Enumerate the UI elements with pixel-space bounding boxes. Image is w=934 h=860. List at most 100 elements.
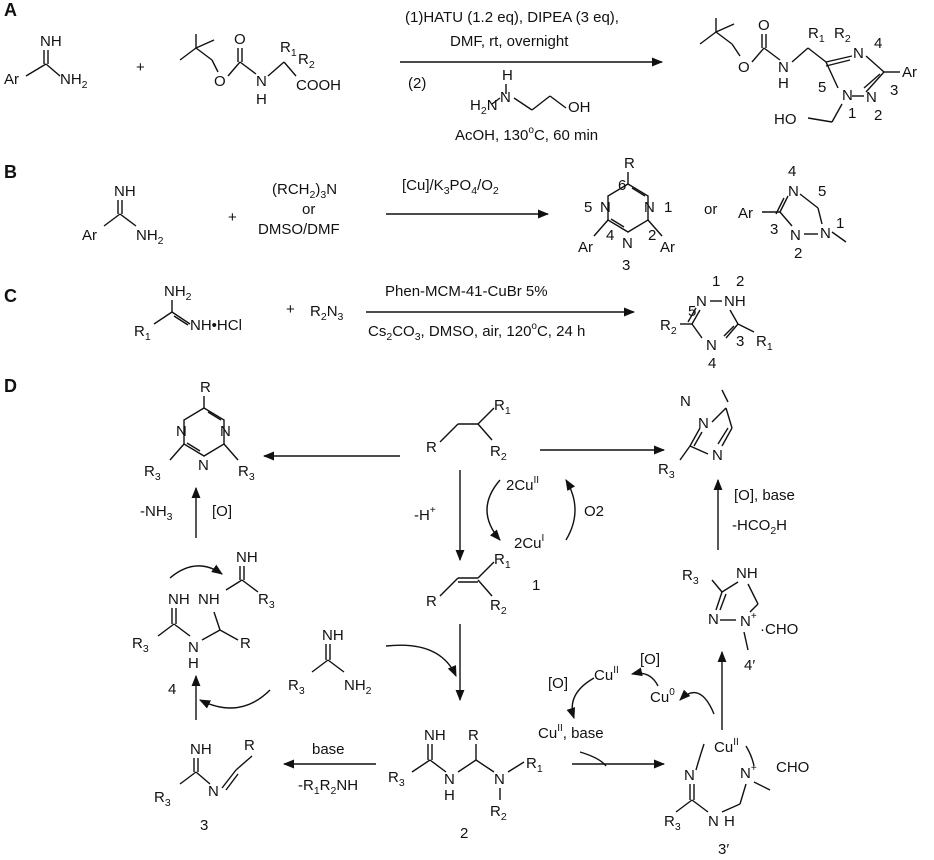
hydrazine-n: N xyxy=(500,89,511,106)
boc-cooh: COOH xyxy=(296,77,341,94)
product-c-pos1: 1 xyxy=(712,273,720,290)
triazine-b-pos4: 4 xyxy=(606,227,614,244)
arrow-cu0-to-cu2 xyxy=(630,667,659,687)
triazole-d-n-top: N xyxy=(698,415,709,432)
int3p-cho: CHO xyxy=(776,759,809,776)
int3p-label: 3′ xyxy=(718,841,729,858)
minus-h: -H+ xyxy=(414,505,436,524)
arrow-d-amidine-to-4 xyxy=(198,689,271,709)
intermediate-4-prime: R3 NH N N+ ·CHO 4′ xyxy=(682,565,798,674)
amidine-b-nh2: NH2 xyxy=(136,227,164,247)
int4p-n: N xyxy=(708,611,719,628)
triazine-d-n-bottom: N xyxy=(198,457,209,474)
reagent-b-line1: (RCH2)3N xyxy=(272,181,337,201)
product-c-r2: R2 xyxy=(660,317,677,337)
triazine-b-n3: N xyxy=(622,235,633,252)
int3p-nh: N xyxy=(708,813,719,830)
int3p-nplus: N+ xyxy=(740,763,757,782)
cond-c-bottom: Cs2CO3, DMSO, air, 120oC, 24 h xyxy=(368,321,585,343)
product-c-pos2: 2 xyxy=(736,273,744,290)
cu-cu2-top: CuII xyxy=(594,665,619,684)
triazole-b-n2: N xyxy=(790,227,801,244)
triazine-b-n1: N xyxy=(644,199,655,216)
boc-o: O xyxy=(214,73,226,90)
cond-a-line2: DMF, rt, overnight xyxy=(450,33,569,50)
amidine-nh2: NH2 xyxy=(60,71,88,91)
hydrazine-h: H xyxy=(502,67,513,84)
intermediate-3-prime: CuII N N+ CHO R3 N H 3′ xyxy=(664,737,809,858)
boc-r2: R2 xyxy=(298,51,315,71)
product-c-n4: N xyxy=(706,337,717,354)
triazole-b-pos3: 3 xyxy=(770,221,778,238)
int4-nh-mid: NH xyxy=(198,591,220,608)
int4-r3-right: R3 xyxy=(258,591,275,611)
triazine-b-ar-right: Ar xyxy=(660,239,675,256)
int4p-label: 4′ xyxy=(744,657,755,674)
int3p-h: H xyxy=(724,813,735,830)
conditions-a: (1)HATU (1.2 eq), DIPEA (3 eq), DMF, rt,… xyxy=(400,9,664,144)
int4-n: N xyxy=(188,639,199,656)
amidine-d-nh: NH xyxy=(322,627,344,644)
enamine-1-r1: R1 xyxy=(494,551,511,571)
product-a-n: N xyxy=(778,59,789,76)
int2-r1: R1 xyxy=(526,755,543,775)
or-b: or xyxy=(704,201,717,218)
amine-d-r2: R2 xyxy=(490,443,507,463)
product-a-r2: R2 xyxy=(834,25,851,45)
amidine-c: NH2 R1 NH•HCl xyxy=(134,283,242,343)
triazine-d-r: R xyxy=(200,379,211,396)
int4-h: H xyxy=(188,655,199,672)
amidine-a: NH Ar NH2 xyxy=(4,33,88,91)
int4p-cho: ·CHO xyxy=(760,621,798,638)
int3p-cu: CuII xyxy=(714,737,739,756)
oxid-left: [O] xyxy=(212,503,232,520)
product-a-r1: R1 xyxy=(808,25,825,45)
arrow-cu2-down xyxy=(566,677,595,720)
amidine-c-nhhcl: NH•HCl xyxy=(190,317,242,334)
enamine-1-r2: R2 xyxy=(490,597,507,617)
amine-d: R R1 R2 xyxy=(426,397,511,463)
amidine-d-nh2: NH2 xyxy=(344,677,372,697)
int4-nh-top: NH xyxy=(236,549,258,566)
int2-label: 2 xyxy=(460,825,468,842)
product-a-n2: N xyxy=(866,89,877,106)
triazine-b-n5: N xyxy=(600,199,611,216)
int2-h: H xyxy=(444,787,455,804)
imine3-label: 3 xyxy=(200,817,208,834)
reagent-b-or: or xyxy=(302,201,315,218)
cond-a-line3: AcOH, 130oC, 60 min xyxy=(455,125,598,144)
arrow-cu-up xyxy=(565,479,576,541)
triazine-b-pos1: 1 xyxy=(664,199,672,216)
int4-nh-left: NH xyxy=(168,591,190,608)
panel-c: NH2 R1 NH•HCl + R2N3 Phen-MCM-41-CuBr 5%… xyxy=(134,273,773,372)
product-a-n1: N xyxy=(842,87,853,104)
int2-r2: R2 xyxy=(490,803,507,823)
triazine-d-n-right: N xyxy=(220,423,231,440)
product-a-o: O xyxy=(738,59,750,76)
int4p-r3: R3 xyxy=(682,567,699,587)
base-label: base xyxy=(312,741,345,758)
panel-label-d: D xyxy=(4,376,17,396)
product-a-pos3: 3 xyxy=(890,82,898,99)
triazine-d-n-left: N xyxy=(176,423,187,440)
cond-a-step2: (2) xyxy=(408,75,426,92)
triazole-b-pos5: 5 xyxy=(818,183,826,200)
triazole-b-pos2: 2 xyxy=(794,245,802,262)
amidine-d: NH R3 NH2 xyxy=(288,627,372,697)
plus-a: + xyxy=(136,59,145,76)
int4-r: R xyxy=(240,635,251,652)
imine3-r: R xyxy=(244,737,255,754)
cond-a-line1: (1)HATU (1.2 eq), DIPEA (3 eq), xyxy=(405,9,619,26)
triazine-b-pos3: 3 xyxy=(622,257,630,274)
triazine-b: R N N N Ar Ar 6 5 1 4 2 3 xyxy=(578,155,675,274)
product-a-o2: O xyxy=(758,17,770,34)
product-c-pos5: 5 xyxy=(688,303,696,320)
triazole-b-pos4: 4 xyxy=(788,163,796,180)
amidine-c-nh2: NH2 xyxy=(164,283,192,303)
arrow-cu-into xyxy=(579,751,607,767)
product-c-pos3: 3 xyxy=(736,333,744,350)
boc-o2: O xyxy=(234,31,246,48)
int2-n2: N xyxy=(494,771,505,788)
int2-n: N xyxy=(444,771,455,788)
intermediate-2: NH R3 N H R N R1 R2 2 xyxy=(388,727,543,842)
